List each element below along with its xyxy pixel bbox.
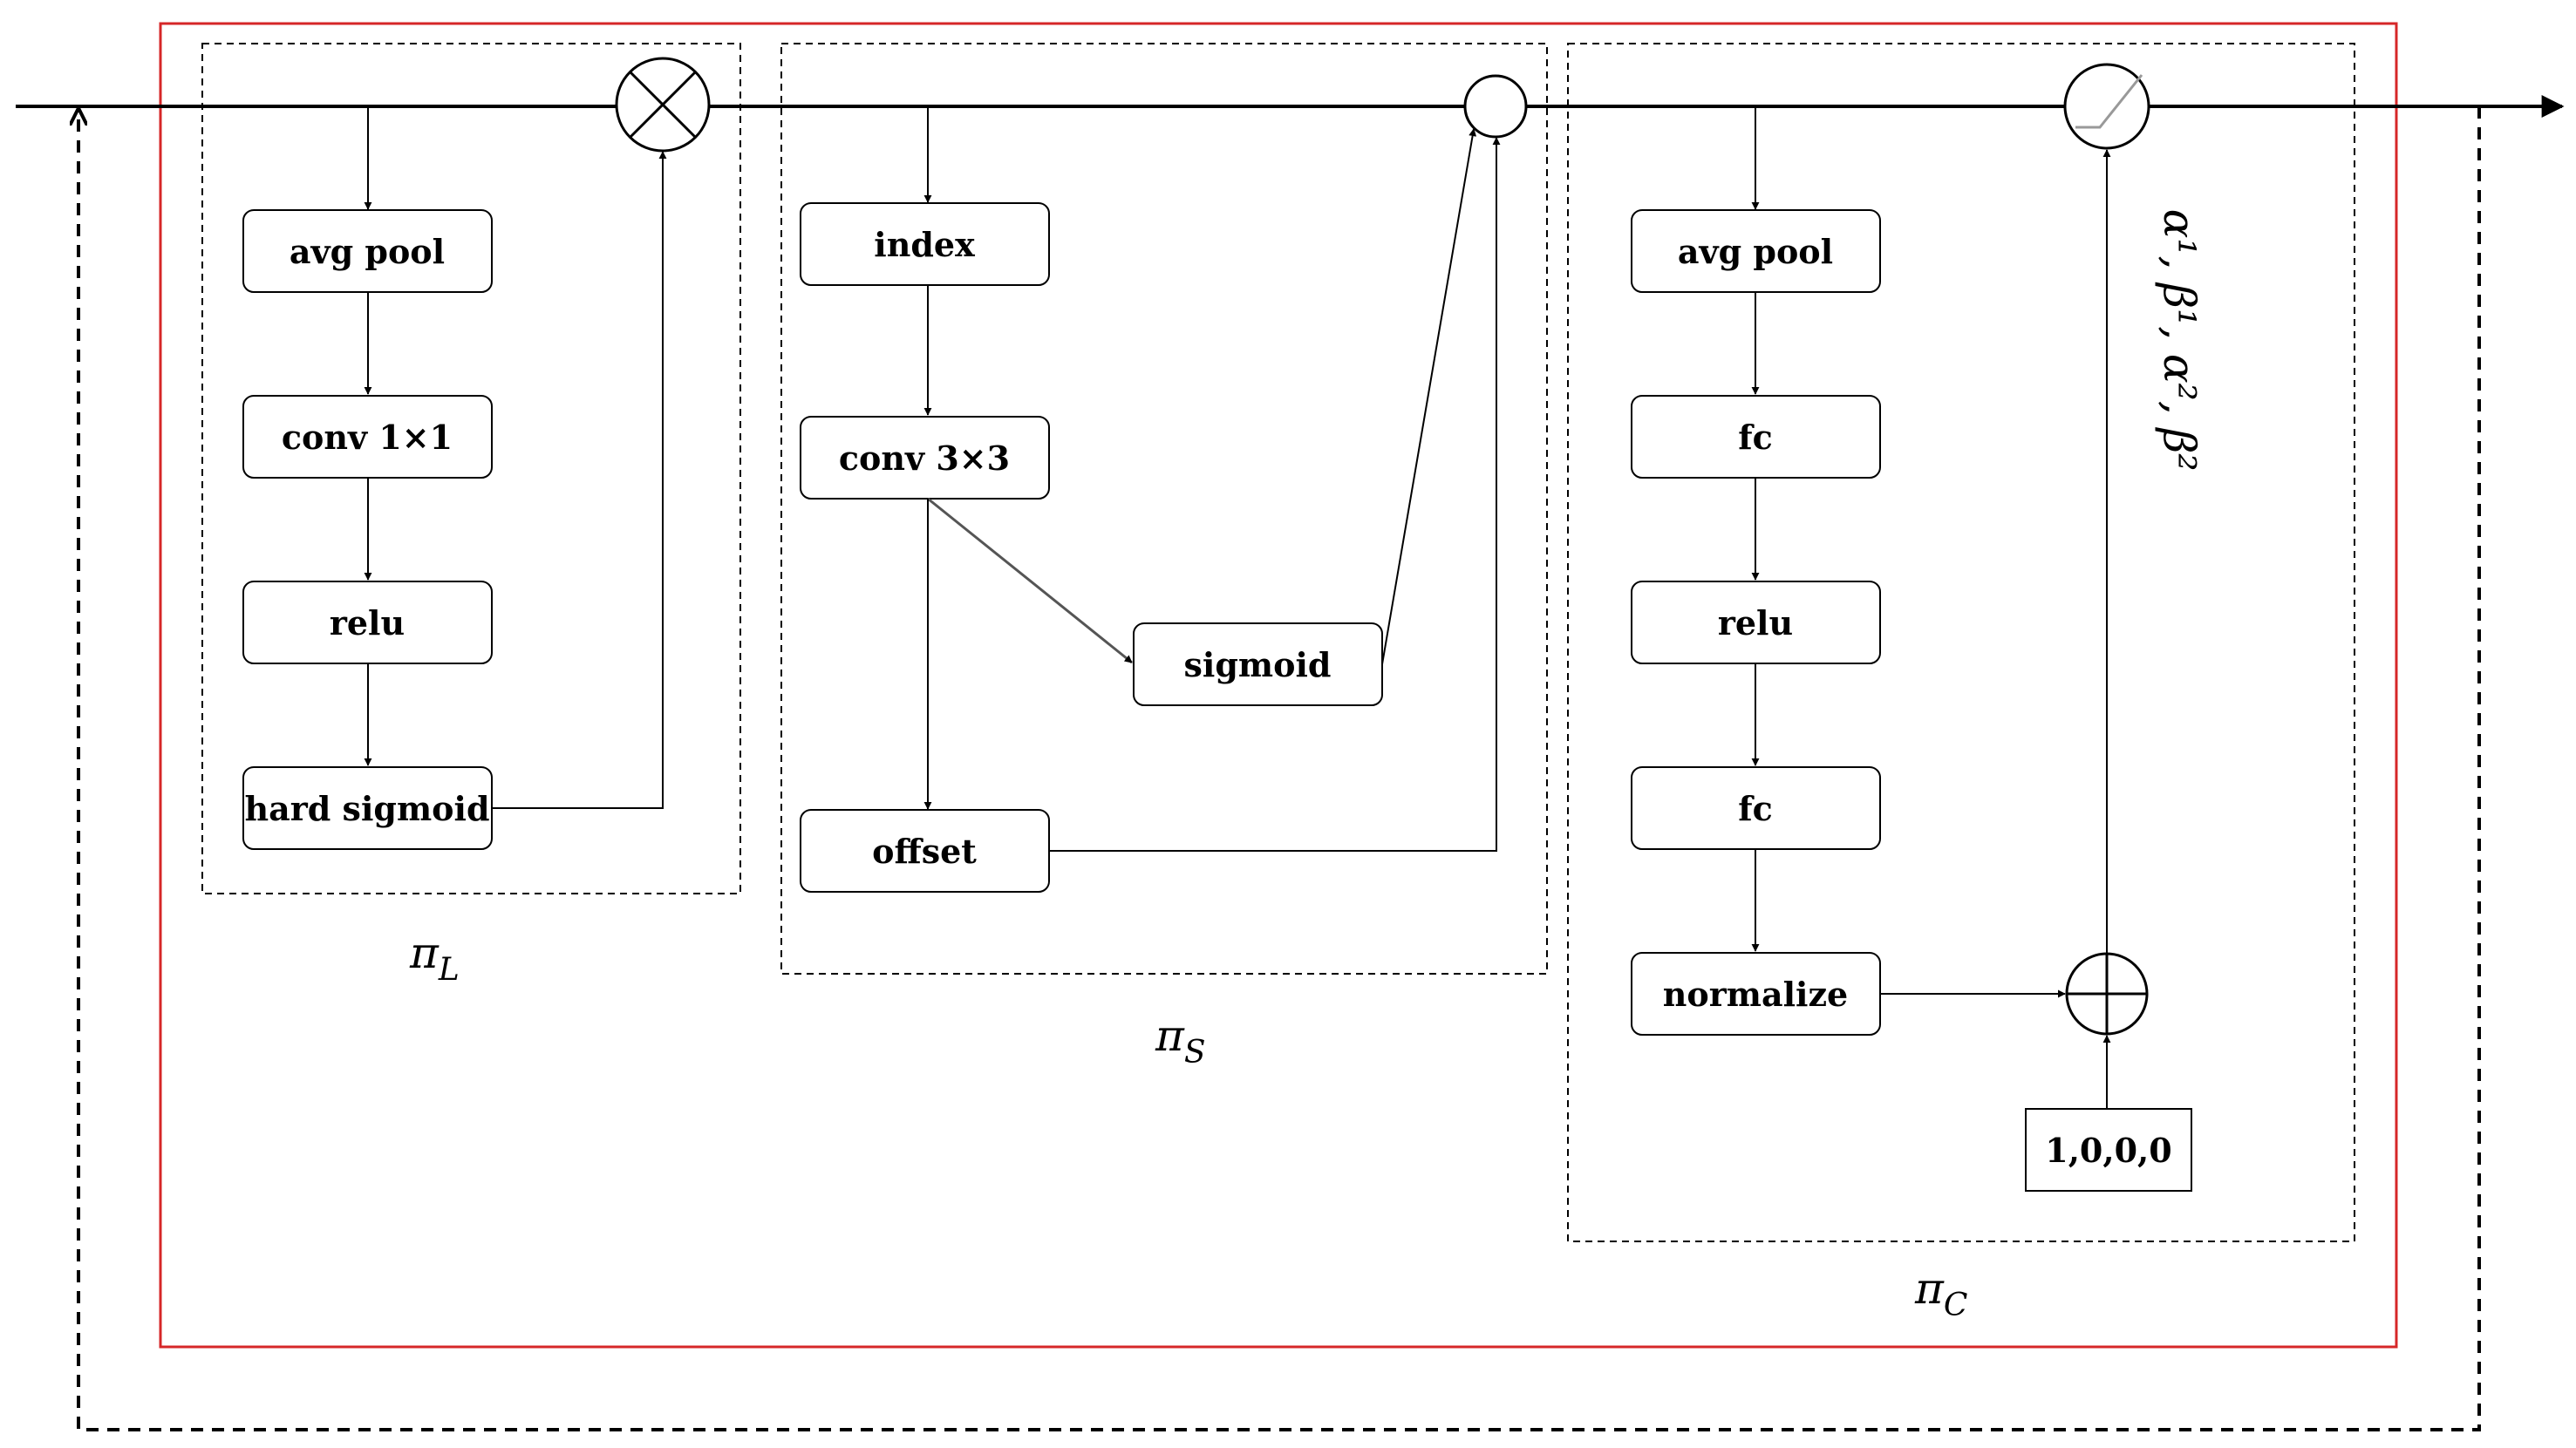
pi-S-conv-label: conv 3×3 xyxy=(839,438,1010,478)
pi-L-hard-sigmoid-label: hard sigmoid xyxy=(244,789,489,828)
pi-S-index-box xyxy=(800,202,1050,286)
pi-C-label: πC xyxy=(1914,1263,1967,1323)
pi-S-arrow-to-sigmoid xyxy=(927,497,1133,664)
pi-S-module-box xyxy=(780,43,1548,975)
pi-C-fc2-label: fc xyxy=(1738,789,1772,828)
pi-S-conv-box xyxy=(800,416,1050,500)
pi-S-index-label: index xyxy=(874,225,975,264)
multiply-circle-icon xyxy=(615,57,711,153)
pi-C-module-box xyxy=(1567,43,2355,1242)
pi-C-avg-pool-label: avg pool xyxy=(1678,232,1833,271)
pi-S-offset-output-arrow xyxy=(1049,137,1501,852)
pi-L-module-box xyxy=(201,43,741,894)
pi-S-label: πS xyxy=(1155,1010,1206,1071)
pi-L-label: πL xyxy=(409,928,460,988)
pi-C-init-label: 1,0,0,0 xyxy=(2045,1131,2171,1170)
pi-C-params-label: α¹, β¹, α², β² xyxy=(2154,209,2205,472)
pi-L-relu-label: relu xyxy=(330,603,405,642)
pi-S-sigmoid-label: sigmoid xyxy=(1184,645,1332,684)
pi-S-offset-label: offset xyxy=(872,832,977,871)
outer-frame xyxy=(159,22,2398,1349)
plus-circle-icon xyxy=(2065,952,2149,1036)
pi-L-output-arrow xyxy=(492,151,667,809)
pi-C-init-box xyxy=(2025,1108,2192,1192)
pi-S-sigmoid-output-arrow xyxy=(1381,128,1477,665)
pi-C-fc1-label: fc xyxy=(1738,418,1772,457)
pi-L-avg-pool-label: avg pool xyxy=(290,232,445,271)
circle-icon xyxy=(1463,74,1528,139)
feedback-loop xyxy=(78,106,2481,1431)
pi-C-normalize-label: normalize xyxy=(1663,975,1848,1014)
pi-L-conv-label: conv 1×1 xyxy=(282,418,453,457)
pi-C-relu-label: relu xyxy=(1718,603,1793,642)
activation-curve-icon xyxy=(2063,63,2150,150)
